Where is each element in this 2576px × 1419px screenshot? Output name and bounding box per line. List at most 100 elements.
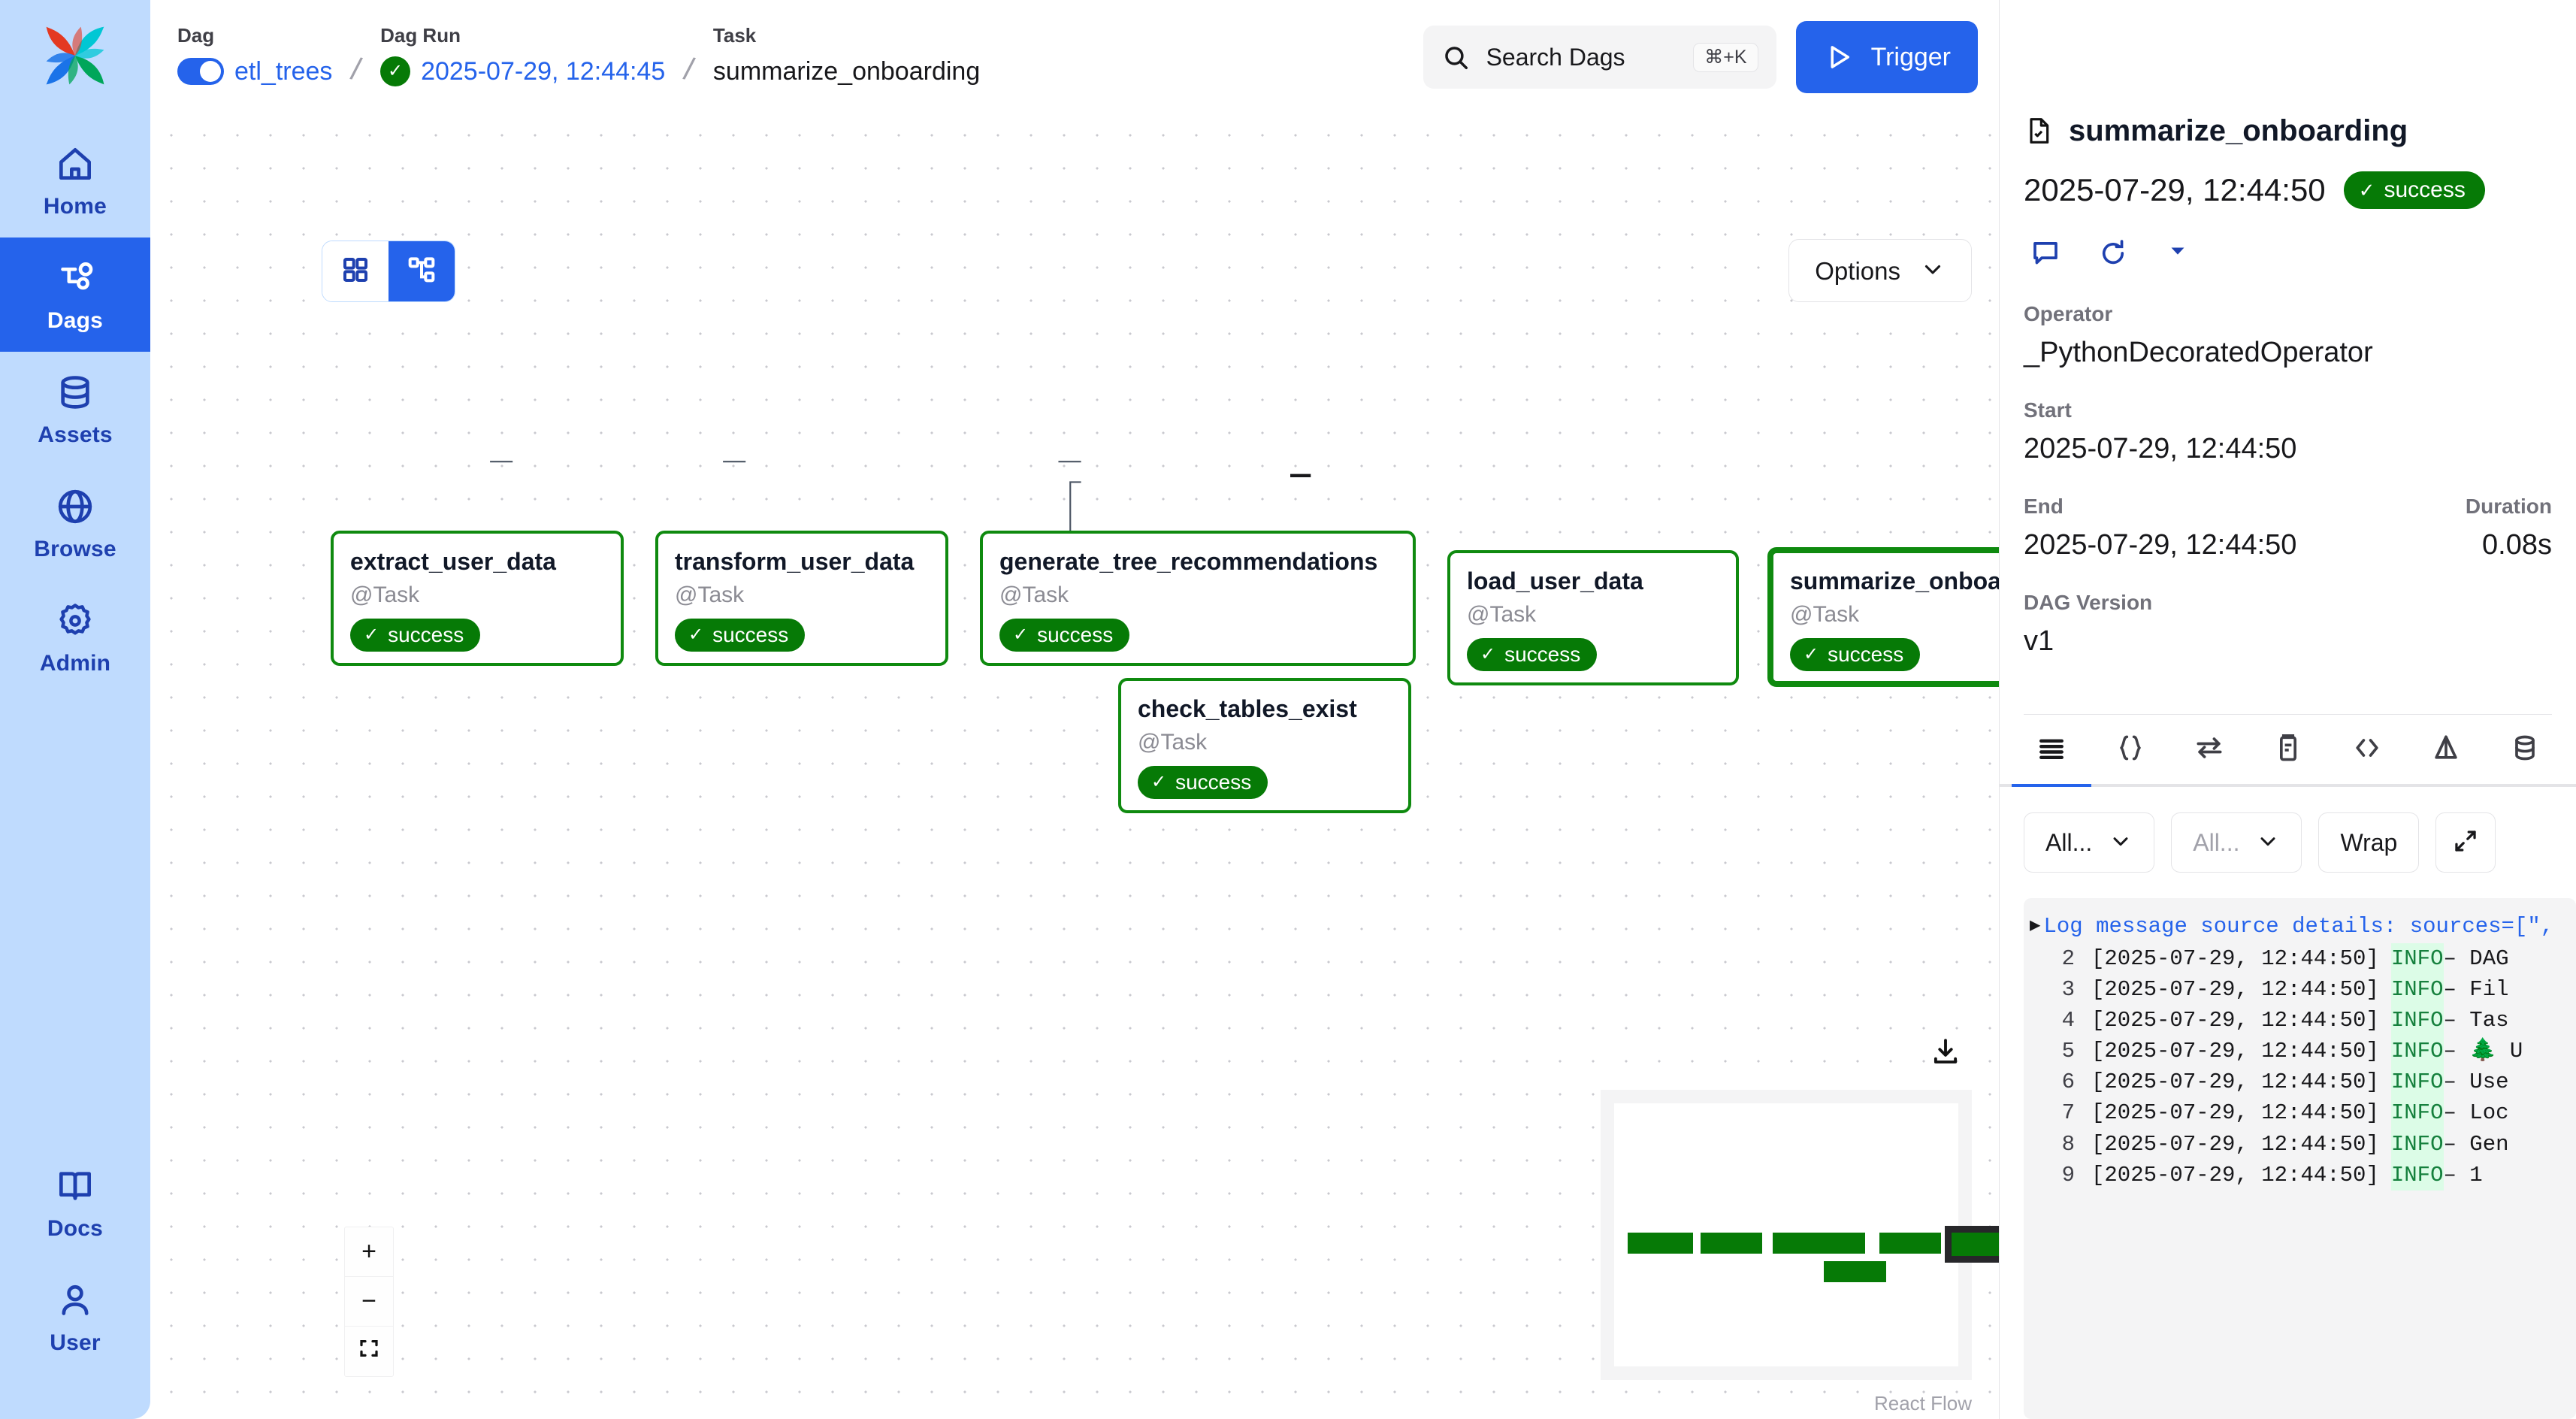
status-badge: ✓ success xyxy=(1467,638,1598,672)
graph-node-transform-user-data[interactable]: transform_user_data @Task ✓ success xyxy=(655,531,948,666)
node-type: @Task xyxy=(350,582,420,608)
log-level: INFO xyxy=(2390,1067,2444,1098)
sidebar-item-label: Admin xyxy=(39,651,111,676)
search-input[interactable]: Search Dags ⌘+K xyxy=(1423,26,1776,89)
expand-caret-icon[interactable]: ▶ xyxy=(2030,915,2041,936)
log-line-number: 7 xyxy=(2061,1100,2075,1126)
breadcrumb-task-value[interactable]: summarize_onboarding xyxy=(712,57,981,86)
meta-value: 2025-07-29, 12:44:50 xyxy=(2024,433,2297,464)
sidebar-item-label: Home xyxy=(43,194,107,219)
log-output[interactable]: ▶ Log message source details: sources=["… xyxy=(2024,898,2576,1419)
breadcrumb-separator: / xyxy=(348,50,364,87)
log-message: – Use xyxy=(2443,1070,2509,1095)
sidebar-item-admin[interactable]: Admin xyxy=(0,580,150,694)
graph-node-load-user-data[interactable]: load_user_data @Task ✓ success xyxy=(1447,550,1739,685)
log-source-select[interactable]: All... xyxy=(2171,812,2302,873)
log-line-number: 2 xyxy=(2061,945,2075,971)
breadcrumb-task-label: Task xyxy=(712,24,757,47)
status-badge-label: success xyxy=(712,623,789,647)
dag-pause-toggle[interactable] xyxy=(177,58,224,85)
breadcrumb-dag: Dag etl_trees xyxy=(177,26,332,89)
sidebar-item-browse[interactable]: Browse xyxy=(0,466,150,580)
sidebar-item-label: Docs xyxy=(47,1216,104,1241)
fit-view-button[interactable] xyxy=(345,1327,393,1376)
sidebar-item-user[interactable]: User xyxy=(0,1260,150,1374)
log-controls: All... All... Wrap xyxy=(2000,787,2576,873)
globe-icon xyxy=(54,486,96,528)
sidebar-item-dags[interactable]: Dags xyxy=(0,238,150,352)
log-line: 4 [2025-07-29, 12:44:50] INFO – Tas xyxy=(2024,1004,2576,1036)
node-type: @Task xyxy=(999,582,1069,608)
grid-view-button[interactable] xyxy=(322,241,389,301)
meta-key: DAG Version xyxy=(2024,591,2153,614)
meta-start: Start 2025-07-29, 12:44:50 xyxy=(2024,398,2552,464)
graph-node-check-tables-exist[interactable]: check_tables_exist @Task ✓ success xyxy=(1118,678,1411,813)
database-icon xyxy=(2508,731,2541,768)
node-title: load_user_data xyxy=(1467,567,1643,595)
trigger-button[interactable]: Trigger xyxy=(1795,21,1978,93)
code-icon xyxy=(2351,731,2384,768)
expand-button[interactable] xyxy=(2435,812,2496,873)
panel-divider xyxy=(2024,714,2552,715)
sidebar-item-docs[interactable]: Docs xyxy=(0,1145,150,1260)
tab-details[interactable] xyxy=(2248,715,2327,784)
graph-minimap[interactable] xyxy=(1601,1090,1999,1380)
book-icon xyxy=(54,1165,96,1207)
sidebar-item-home[interactable]: Home xyxy=(0,123,150,238)
wrap-button[interactable]: Wrap xyxy=(2318,812,2420,873)
log-line: 2 [2025-07-29, 12:44:50] INFO – DAG xyxy=(2024,942,2576,974)
graph-node-generate-tree-recommendations[interactable]: generate_tree_recommendations @Task ✓ su… xyxy=(980,531,1416,666)
log-line-number: 5 xyxy=(2061,1039,2075,1064)
status-badge-label: success xyxy=(1175,770,1252,794)
tab-assets[interactable] xyxy=(2485,715,2564,784)
task-timestamp: 2025-07-29, 12:44:50 xyxy=(2024,172,2326,207)
log-message: – 1 xyxy=(2443,1162,2483,1188)
check-icon: ✓ xyxy=(1013,625,1029,646)
details-actions xyxy=(2024,238,2552,269)
sidebar-item-assets[interactable]: Assets xyxy=(0,352,150,466)
sidebar-item-label: User xyxy=(50,1330,101,1355)
tab-xcom[interactable] xyxy=(2091,715,2169,784)
breadcrumb-separator: / xyxy=(681,50,697,87)
arrows-icon xyxy=(2193,731,2226,768)
sidebar-item-label: Dags xyxy=(47,308,104,333)
download-icon[interactable] xyxy=(1930,1036,1961,1067)
log-message: – Fil xyxy=(2443,976,2509,1002)
trigger-label: Trigger xyxy=(1870,43,1951,71)
node-type: @Task xyxy=(675,582,745,608)
tab-code[interactable] xyxy=(2327,715,2406,784)
node-type: @Task xyxy=(1790,602,1860,628)
meta-dag-version: DAG Version v1 xyxy=(2024,591,2552,657)
tab-mapped-tasks[interactable] xyxy=(2169,715,2248,784)
tab-logs[interactable] xyxy=(2012,715,2091,784)
log-message: – Gen xyxy=(2443,1131,2509,1157)
task-doc-icon xyxy=(2024,114,2054,147)
clipboard-icon xyxy=(2272,731,2305,768)
zoom-in-button[interactable]: + xyxy=(345,1227,393,1277)
breadcrumb-dag-value[interactable]: etl_trees xyxy=(234,57,333,86)
log-timestamp: [2025-07-29, 12:44:50] xyxy=(2091,976,2379,1002)
clear-run-icon[interactable] xyxy=(2097,238,2129,269)
options-button[interactable]: Options xyxy=(1788,239,1972,302)
log-source-details-text: Log message source details: sources=[", xyxy=(2043,914,2554,939)
meta-key: Start xyxy=(2024,398,2072,422)
minimap-viewport xyxy=(1614,1103,1999,1366)
note-icon[interactable] xyxy=(2030,238,2061,269)
triangle-icon xyxy=(2429,731,2463,768)
view-toggle-group xyxy=(322,241,455,302)
tab-warnings[interactable] xyxy=(2406,715,2485,784)
status-badge: ✓ success xyxy=(1790,638,1921,672)
meta-key: Operator xyxy=(2024,302,2113,325)
chevron-down-icon[interactable] xyxy=(2165,238,2197,269)
meta-value: v1 xyxy=(2024,625,2054,657)
log-source-details-row[interactable]: ▶ Log message source details: sources=["… xyxy=(2024,910,2576,943)
graph-view-button[interactable] xyxy=(389,241,455,301)
zoom-out-button[interactable]: − xyxy=(345,1277,393,1327)
graph-node-summarize-onboarding[interactable]: summarize_onboarding @Task ✓ success xyxy=(1767,547,1999,687)
graph-canvas[interactable]: Options extract_user_d xyxy=(150,114,1999,1419)
graph-node-extract-user-data[interactable]: extract_user_data @Task ✓ success xyxy=(331,531,624,666)
breadcrumb-dagrun-value[interactable]: 2025-07-29, 12:44:45 xyxy=(421,57,666,86)
log-level-select[interactable]: All... xyxy=(2024,812,2155,873)
log-line: 8 [2025-07-29, 12:44:50] INFO – Gen xyxy=(2024,1128,2576,1160)
airflow-pinwheel-logo[interactable] xyxy=(39,20,111,92)
